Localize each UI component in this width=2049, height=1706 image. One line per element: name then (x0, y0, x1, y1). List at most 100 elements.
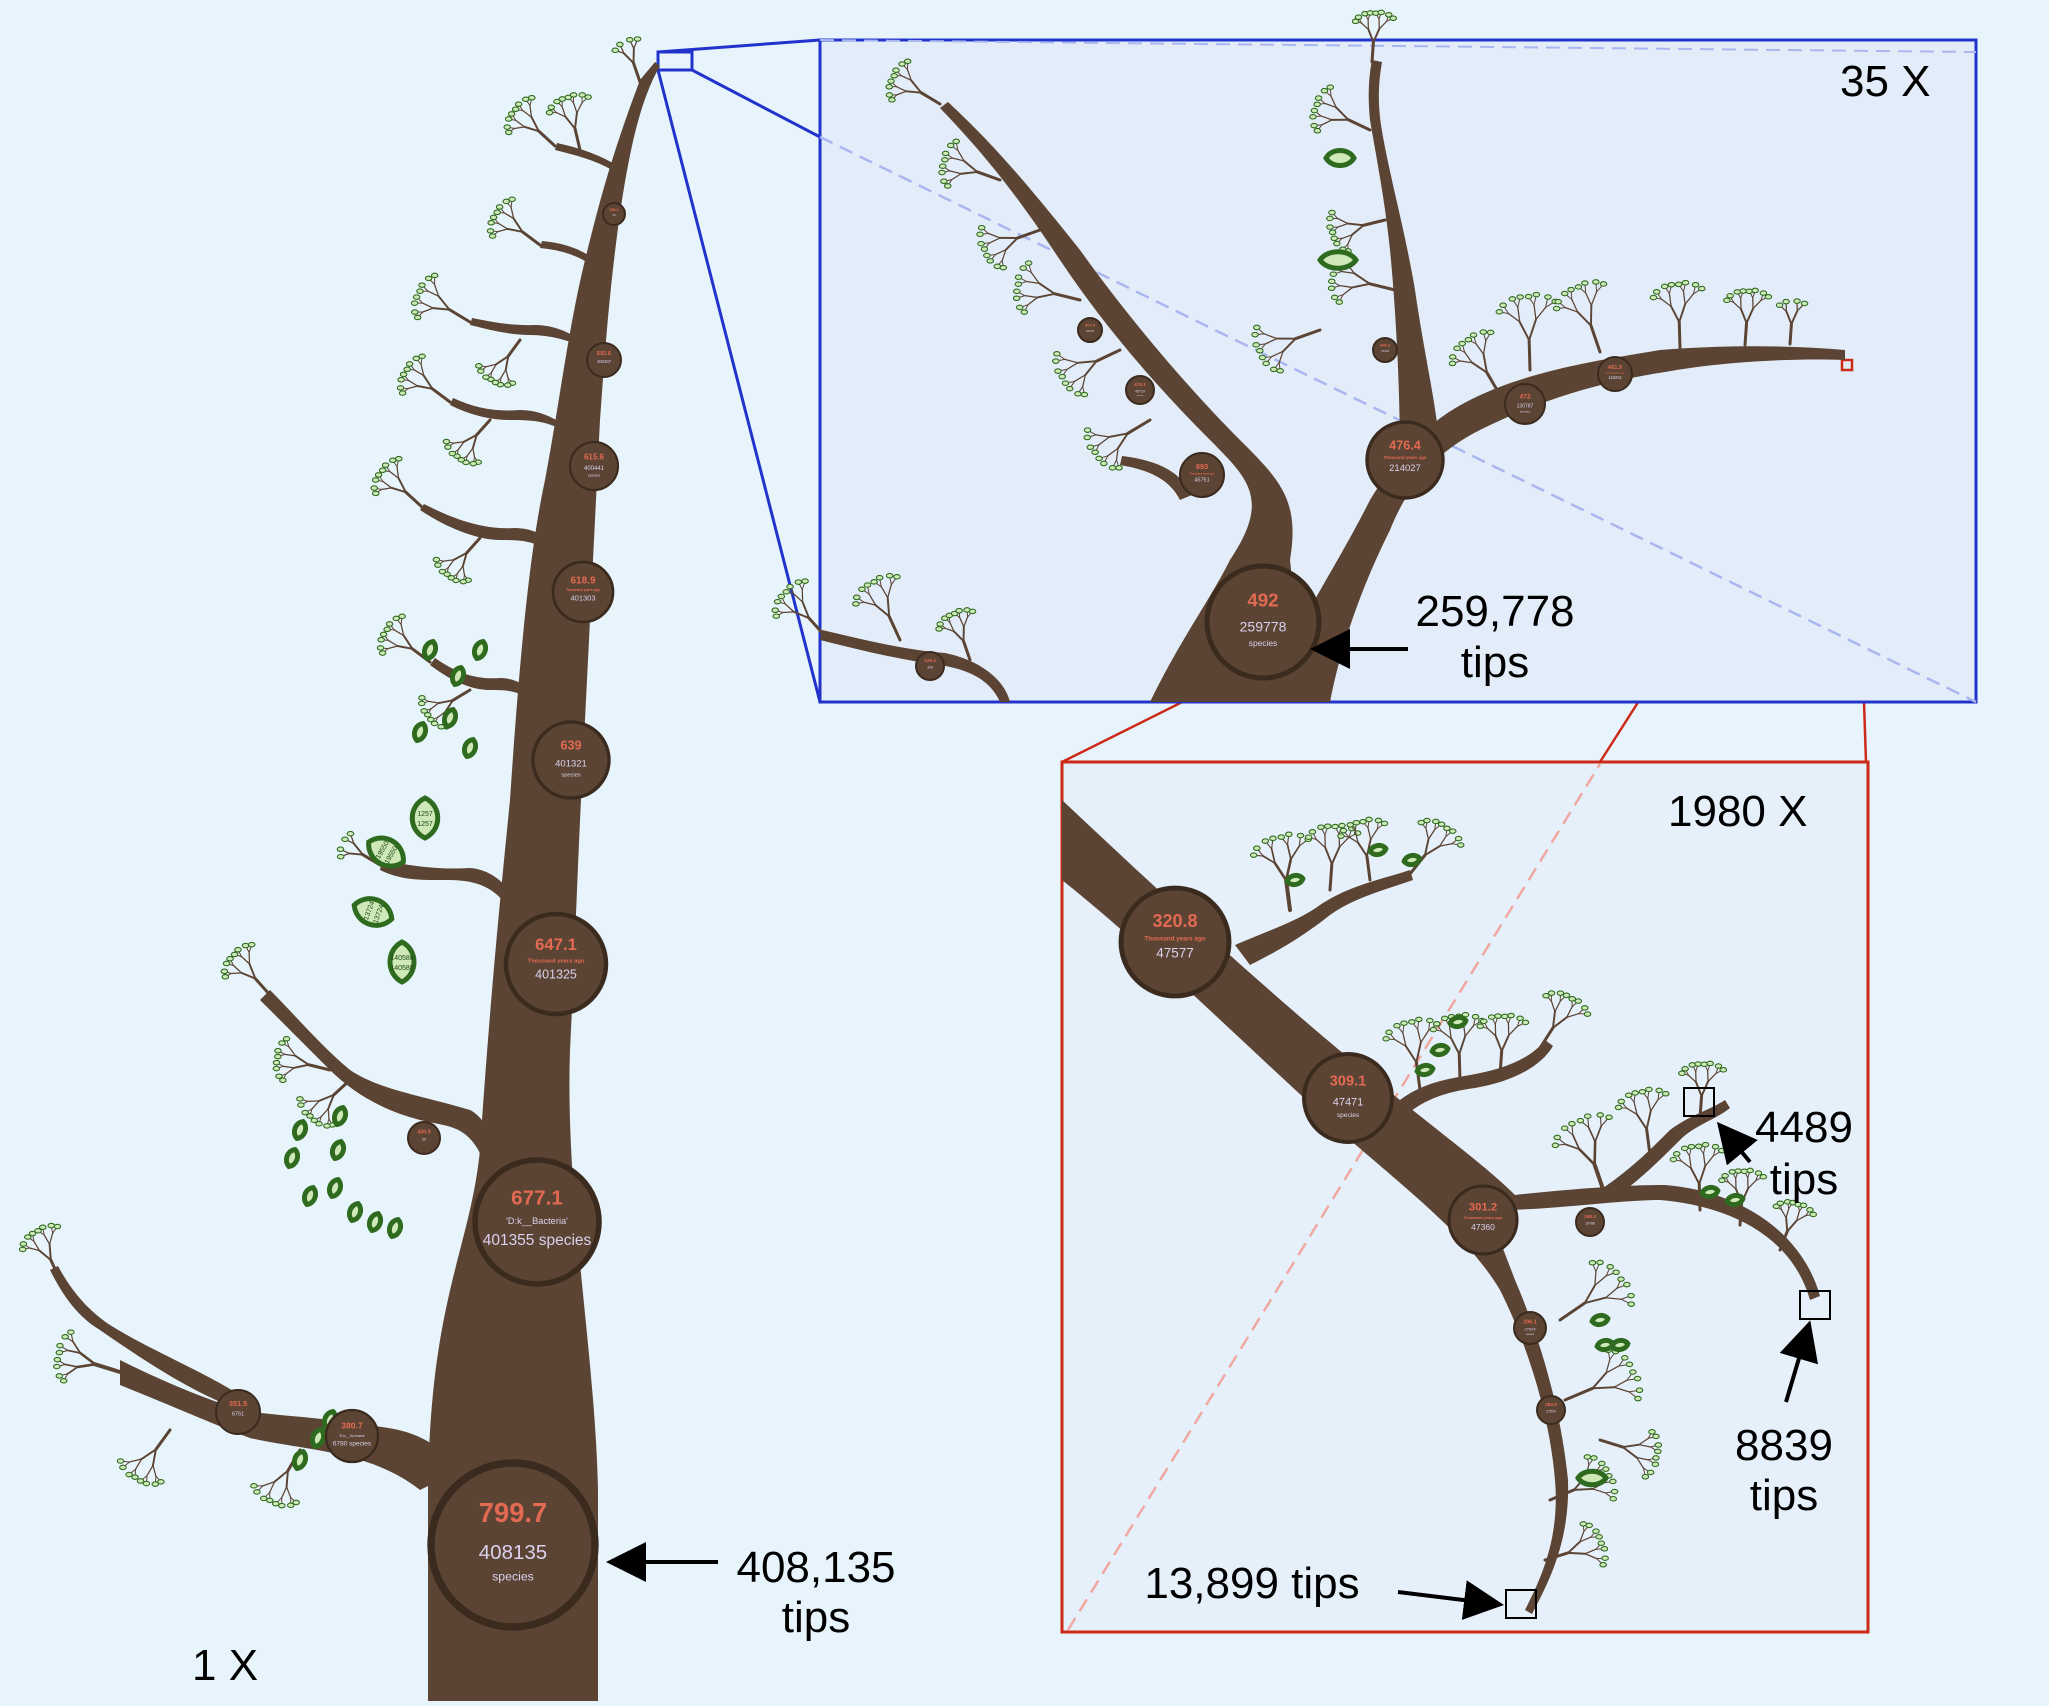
twig (242, 957, 250, 964)
z1980-node-count: 47577 (1156, 946, 1194, 961)
tiny-leaf-icon (56, 1350, 62, 1354)
tiny-leaf-icon (267, 1498, 273, 1502)
main-node-count: 401321 (555, 758, 587, 769)
tiny-leaf-icon (523, 97, 529, 101)
tiny-leaf-icon (886, 93, 892, 97)
tiny-leaf-icon (254, 1490, 260, 1494)
tiny-leaf-icon (1278, 835, 1284, 839)
tiny-leaf-icon (1459, 341, 1465, 345)
leaf-shape (1591, 1314, 1608, 1326)
leaf-icon (1416, 1064, 1433, 1076)
tiny-leaf-icon (1472, 1015, 1478, 1019)
leaf-icon (367, 1212, 383, 1233)
tiny-leaf-icon (891, 74, 897, 78)
twig (439, 296, 450, 309)
leaf-icon (327, 1178, 343, 1199)
tiny-leaf-icon (378, 638, 384, 642)
tiny-leaf-icon (1449, 361, 1455, 365)
tiny-leaf-icon (1087, 445, 1093, 449)
tiny-leaf-icon (1634, 1376, 1640, 1380)
leaf-shape (367, 1212, 383, 1233)
twig (575, 129, 580, 150)
tiny-leaf-icon (1517, 1016, 1523, 1020)
tiny-leaf-icon (1610, 1479, 1616, 1483)
tiny-leaf-icon (1647, 1470, 1653, 1474)
tiny-leaf-icon (937, 622, 943, 626)
tiny-leaf-icon (494, 210, 500, 214)
tiny-leaf-icon (249, 942, 255, 946)
twig (514, 127, 524, 129)
tiny-leaf-icon (1569, 997, 1575, 1001)
tiny-leaf-icon (337, 854, 343, 858)
tiny-leaf-icon (1321, 89, 1327, 93)
tiny-leaf-icon (120, 1465, 126, 1469)
tiny-leaf-icon (1776, 303, 1782, 307)
tiny-leaf-icon (939, 170, 945, 174)
tiny-leaf-icon (137, 1479, 143, 1483)
tiny-leaf-icon (428, 717, 434, 721)
tiny-leaf-icon (19, 1247, 25, 1251)
twig (1593, 1387, 1615, 1388)
tiny-leaf-icon (62, 1335, 68, 1339)
tiny-leaf-icon (1695, 1062, 1701, 1066)
twig (473, 448, 475, 457)
tiny-leaf-icon (1327, 225, 1333, 229)
tiny-leaf-icon (399, 614, 405, 618)
tiny-leaf-icon (1688, 1145, 1694, 1149)
z35-node-value: 472 (1519, 393, 1530, 400)
z1980-node-value: 298.3 (1584, 1214, 1596, 1219)
tiny-leaf-icon (1596, 1535, 1602, 1539)
tiny-leaf-icon (570, 93, 576, 97)
twig (467, 448, 473, 456)
tiny-leaf-icon (1271, 367, 1277, 371)
tiny-leaf-icon (379, 651, 385, 655)
leaf-shape (1578, 1471, 1606, 1485)
z1980-node-count: 19788 (1585, 1221, 1595, 1225)
tiny-leaf-icon (276, 1074, 282, 1078)
tiny-leaf-icon (787, 584, 793, 588)
tiny-leaf-icon (1430, 1027, 1436, 1031)
tiny-leaf-icon (406, 362, 412, 366)
tiny-leaf-icon (221, 969, 227, 973)
tiny-leaf-icon (977, 232, 983, 236)
twig (1568, 1553, 1585, 1554)
tiny-leaf-icon (1597, 1260, 1603, 1264)
tiny-leaf-icon (311, 1118, 317, 1122)
tiny-leaf-icon (1602, 1556, 1608, 1560)
main-node-sub: Thousand years ago (528, 959, 585, 965)
leaf-icon (472, 640, 488, 661)
tip-unit-408135: tips (782, 1593, 850, 1642)
main-node-value: 380.7 (341, 1421, 363, 1431)
leaf-shape (412, 722, 428, 743)
leaf-shape (292, 1120, 308, 1141)
tiny-leaf-icon (487, 229, 493, 233)
tiny-leaf-icon (1286, 832, 1292, 836)
leaf-count: 140588 (390, 955, 413, 962)
tiny-leaf-icon (1481, 1019, 1487, 1023)
leaf-icon (1449, 1016, 1466, 1028)
tiny-leaf-icon (242, 943, 248, 947)
tiny-leaf-icon (152, 1482, 158, 1486)
twig (1699, 1184, 1700, 1210)
main-node-count: 30 (422, 1137, 427, 1142)
tiny-leaf-icon (419, 701, 425, 705)
z35-node-count: 45719 (1135, 389, 1145, 393)
tip-count-13899: 13,899 tips (1144, 1559, 1359, 1608)
tiny-leaf-icon (1668, 283, 1674, 287)
tiny-leaf-icon (1055, 369, 1061, 373)
tiny-leaf-icon (886, 573, 892, 577)
tiny-leaf-icon (297, 1097, 303, 1101)
tiny-leaf-icon (1584, 1012, 1590, 1016)
tiny-leaf-icon (1442, 1016, 1448, 1020)
twig (282, 1487, 287, 1498)
tiny-leaf-icon (1553, 306, 1559, 310)
z1980-node-ring (1449, 1186, 1517, 1254)
tiny-leaf-icon (1715, 1064, 1721, 1068)
tiny-leaf-icon (398, 378, 404, 382)
z1980-node-sub: Thousand years ago (1144, 935, 1205, 942)
twig (566, 117, 575, 129)
z35-node-value: 893 (1196, 462, 1208, 471)
tiny-leaf-icon (859, 587, 865, 591)
